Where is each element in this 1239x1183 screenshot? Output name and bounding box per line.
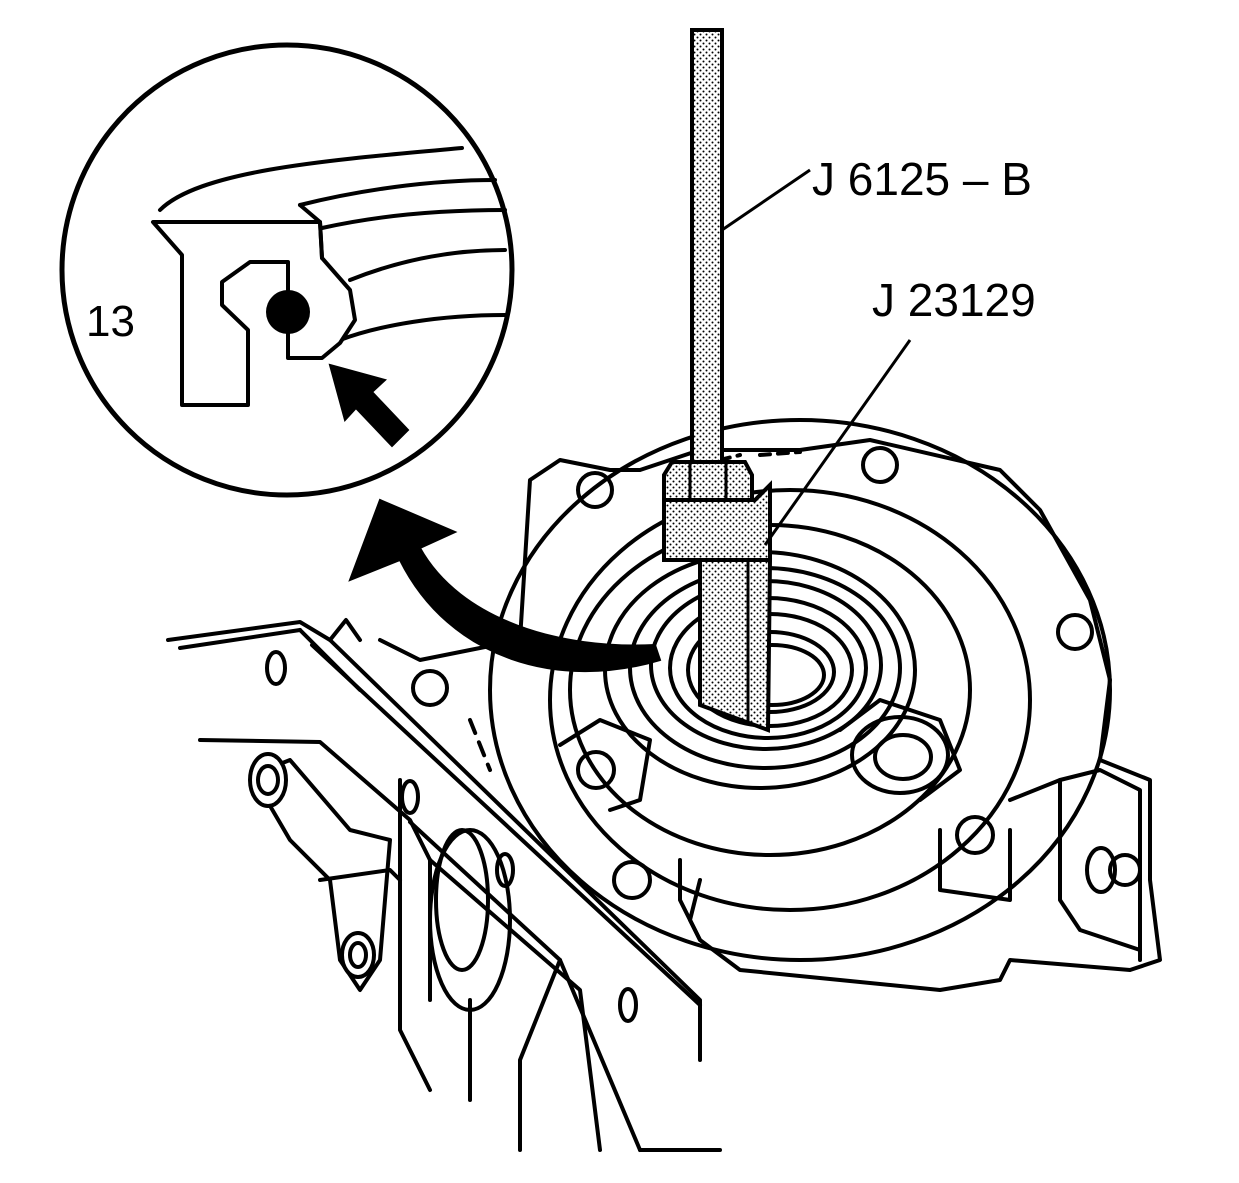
leader-line-j23129: [763, 339, 912, 546]
slide-hammer-tool: [662, 28, 754, 512]
detail-magnifier-circle: [59, 42, 515, 498]
curved-arrow-icon: [348, 498, 662, 673]
leader-line-j6125: [721, 168, 811, 232]
detail-callout-number: 13: [86, 297, 135, 346]
tool-label-j23129: J 23129: [872, 274, 1036, 326]
tool-label-j6125b: J 6125 – B: [812, 153, 1032, 205]
pointer-arrow-icon: [328, 363, 410, 448]
seal-remover-tool: [662, 480, 773, 733]
